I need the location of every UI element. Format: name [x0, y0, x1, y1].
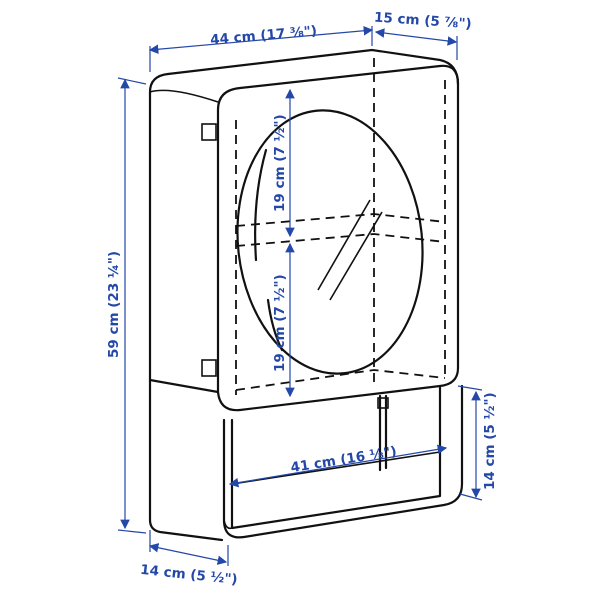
depth-top-label: 15 cm (5 ⅞") [374, 10, 473, 33]
hidden-lines [235, 58, 446, 395]
shelf-upper-label: 19 cm (7 ½") [272, 114, 288, 212]
width-label: 44 cm (17 ⅜") [210, 23, 318, 48]
inner-width-label: 41 cm (16 ⅛") [290, 444, 398, 477]
open-height-label: 14 cm (5 ½") [482, 392, 498, 490]
depth-bottom-label: 14 cm (5 ½") [139, 562, 238, 588]
height-label: 59 cm (23 ¼") [106, 251, 122, 358]
dimension-lines [117, 25, 483, 566]
shelf-lower-label: 19 cm (7 ½") [272, 274, 288, 372]
round-mirror [236, 109, 424, 375]
